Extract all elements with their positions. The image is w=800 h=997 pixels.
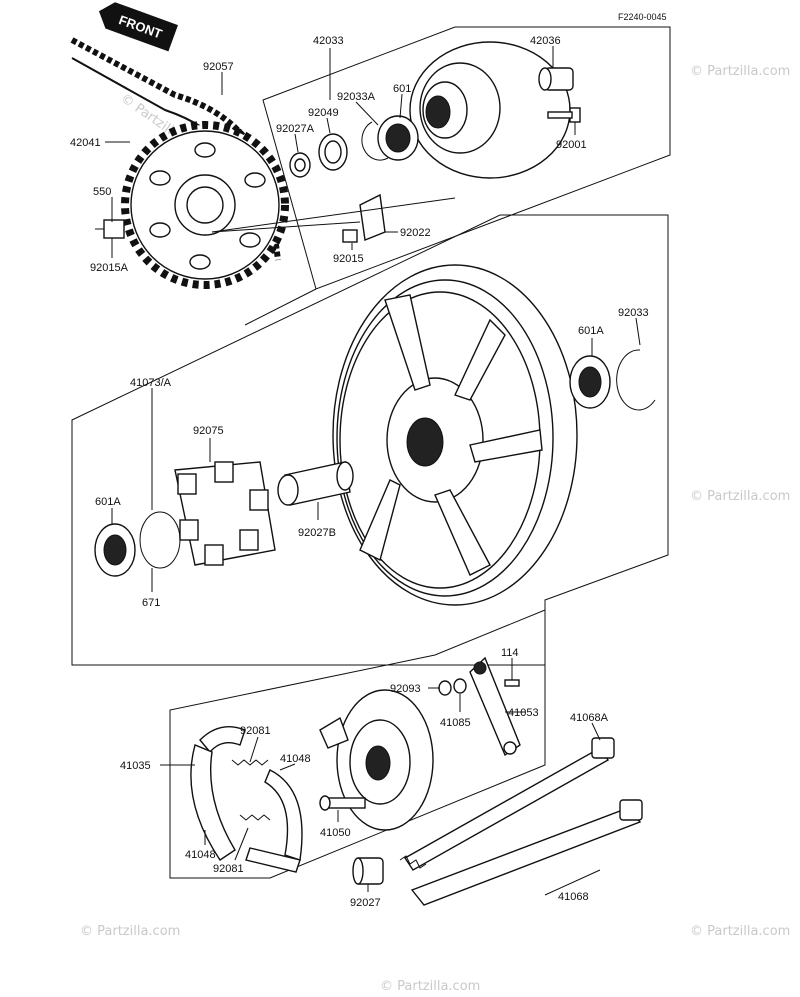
cast-wheel — [332, 264, 578, 606]
brake-shoe-lower — [245, 769, 303, 873]
part-label: 41068 — [558, 891, 589, 903]
part-label: 92033 — [618, 307, 649, 319]
part-labels: 42033 42036 92057 92033A 601 92049 92027… — [70, 35, 649, 909]
watermark: © Partzilla.com — [690, 489, 790, 504]
part-label: 41050 — [320, 827, 351, 839]
hub-assembly-box — [262, 26, 671, 290]
part-label: 92081 — [213, 863, 244, 875]
brake-panel — [319, 689, 434, 831]
sprocket-nut — [95, 219, 125, 239]
part-label: 41085 — [440, 717, 471, 729]
brake-spring-upper — [231, 759, 269, 766]
part-label: 92033A — [337, 91, 376, 103]
watermark: © Partzilla.com — [690, 924, 790, 939]
sprocket-coupling-hub — [409, 41, 571, 179]
part-label: 92027 — [350, 897, 381, 909]
collar — [538, 67, 574, 91]
torque-bolt — [504, 679, 520, 687]
watermark: © Partzilla.com — [380, 979, 480, 994]
lock-plate — [359, 193, 386, 241]
part-label: 42033 — [313, 35, 344, 47]
brake-assembly-box — [169, 609, 546, 879]
oil-seal — [318, 133, 348, 171]
part-label: 41053 — [508, 707, 539, 719]
part-label: 671 — [142, 597, 160, 609]
part-label: 42036 — [530, 35, 561, 47]
part-label: 92015A — [90, 262, 129, 274]
part-label: 92081 — [240, 725, 271, 737]
part-label: 41035 — [120, 760, 151, 772]
axle-spacer — [352, 857, 384, 885]
part-label: 41073/A — [130, 377, 172, 389]
collar-small — [289, 152, 311, 178]
brake-cam — [319, 795, 366, 811]
part-label: 92027B — [298, 527, 336, 539]
axle-short — [399, 737, 615, 871]
brake-spring-lower — [239, 814, 271, 821]
rear-sprocket — [121, 121, 289, 289]
part-label: 550 — [93, 186, 111, 198]
leader-lines — [105, 46, 641, 896]
wheel-circlip — [616, 349, 656, 411]
circlip — [361, 121, 389, 161]
wheel-collar — [277, 461, 354, 506]
part-label: 601A — [578, 325, 604, 337]
watermark: © Partzilla.com — [690, 64, 790, 79]
brake-shoe-upper — [190, 726, 246, 861]
part-label: 92001 — [556, 139, 587, 151]
hub-damper — [174, 461, 276, 566]
front-arrow: FRONT — [98, 2, 178, 52]
axle-long — [410, 799, 643, 906]
bearing — [377, 115, 419, 161]
part-label: 92093 — [390, 683, 421, 695]
part-label: 92049 — [308, 107, 339, 119]
lock-nut — [342, 229, 358, 243]
o-ring — [139, 511, 181, 569]
wheel-bearing-right — [569, 355, 611, 409]
washer — [438, 678, 467, 696]
diagram-code: F2240-0045 — [618, 12, 667, 22]
wheel-assembly-box — [71, 214, 669, 666]
part-label: 601A — [95, 496, 121, 508]
part-label: 42041 — [70, 137, 101, 149]
hub-bolt — [547, 107, 581, 123]
part-label: 41068A — [570, 712, 609, 724]
wheel-bearing-left — [94, 523, 136, 577]
torque-arm — [469, 656, 521, 757]
part-label: 601 — [393, 83, 411, 95]
watermark: © Partzilla.com — [80, 924, 180, 939]
part-label: 92022 — [400, 227, 431, 239]
part-label: 41048 — [185, 849, 216, 861]
part-label: 92015 — [333, 253, 364, 265]
part-label: 92027A — [276, 123, 315, 135]
part-label: 92075 — [193, 425, 224, 437]
part-label: 41048 — [280, 753, 311, 765]
part-label: 114 — [501, 647, 519, 659]
part-label: 92057 — [203, 61, 234, 73]
